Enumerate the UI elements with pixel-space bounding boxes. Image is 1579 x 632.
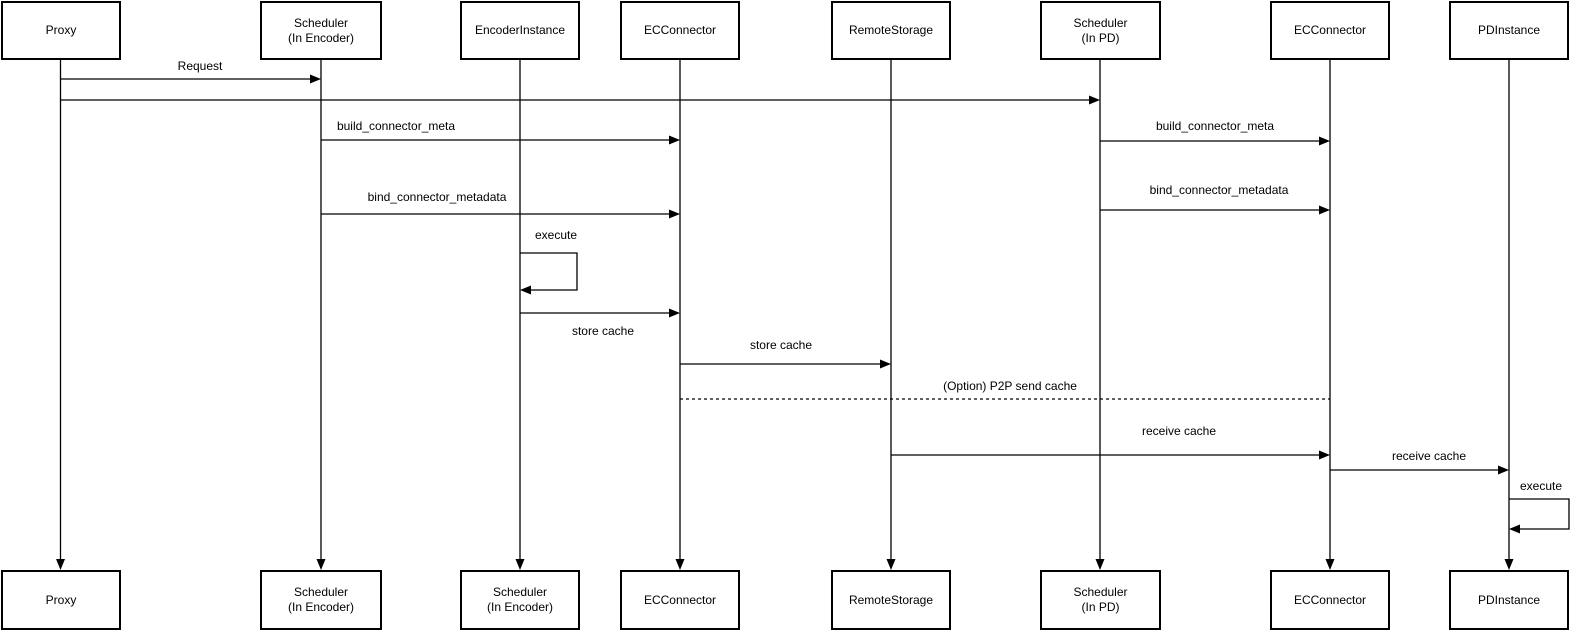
actor-box-top-remote-storage: RemoteStorage bbox=[831, 1, 951, 60]
message-label-execute-encoder: execute bbox=[534, 228, 578, 242]
actor-box-bottom-remote-storage: RemoteStorage bbox=[831, 570, 951, 630]
lifeline-end-arrowhead-remote-storage bbox=[886, 559, 896, 570]
message-arrowhead-build-connector-meta-pd bbox=[1319, 136, 1330, 146]
message-label-store-cache-to-connector: store cache bbox=[571, 324, 635, 338]
message-self-loop-execute-encoder bbox=[520, 252, 578, 291]
message-arrowhead-request bbox=[310, 74, 321, 84]
message-label-receive-cache-pd: receive cache bbox=[1391, 449, 1467, 463]
actor-box-top-proxy: Proxy bbox=[1, 1, 121, 60]
actor-box-bottom-scheduler-pd: Scheduler (In PD) bbox=[1040, 570, 1161, 630]
actor-box-top-ec-connector-enc: ECConnector bbox=[620, 1, 740, 60]
message-arrowhead-store-cache-to-storage bbox=[880, 359, 891, 369]
lifeline-end-arrowhead-proxy bbox=[56, 559, 65, 570]
message-label-store-cache-to-storage: store cache bbox=[749, 338, 813, 352]
actor-box-bottom-proxy: Proxy bbox=[1, 570, 121, 630]
message-arrowhead-execute-encoder bbox=[520, 285, 531, 295]
actor-box-top-scheduler-encoder: Scheduler (In Encoder) bbox=[260, 1, 382, 60]
actor-box-bottom-ec-connector-pd: ECConnector bbox=[1270, 570, 1390, 630]
actor-box-bottom-scheduler-encoder: Scheduler (In Encoder) bbox=[260, 570, 382, 630]
actor-box-bottom-pd-instance: PDInstance bbox=[1449, 570, 1569, 630]
actor-box-bottom-ec-connector-enc: ECConnector bbox=[620, 570, 740, 630]
lifeline-end-arrowhead-ec-connector-pd bbox=[1325, 559, 1335, 570]
message-label-build-connector-meta-pd: build_connector_meta bbox=[1155, 119, 1275, 133]
message-label-build-connector-meta-enc: build_connector_meta bbox=[336, 119, 456, 133]
message-label-request: Request bbox=[177, 59, 223, 73]
actor-box-top-encoder-instance: EncoderInstance bbox=[460, 1, 580, 60]
lifeline-end-arrowhead-scheduler-encoder bbox=[316, 559, 326, 570]
message-arrowhead-proxy-to-pd-scheduler bbox=[1089, 95, 1100, 105]
message-label-execute-pd: execute bbox=[1519, 479, 1563, 493]
message-label-bind-connector-metadata-enc: bind_connector_metadata bbox=[367, 190, 507, 204]
actor-box-top-scheduler-pd: Scheduler (In PD) bbox=[1040, 1, 1161, 60]
message-label-receive-cache-storage: receive cache bbox=[1141, 424, 1217, 438]
lifeline-end-arrowhead-pd-instance bbox=[1504, 559, 1514, 570]
message-arrowhead-receive-cache-storage bbox=[1319, 450, 1330, 460]
message-arrowhead-store-cache-to-connector bbox=[669, 308, 680, 318]
message-label-bind-connector-metadata-pd: bind_connector_metadata bbox=[1149, 183, 1289, 197]
message-arrowhead-bind-connector-metadata-enc bbox=[669, 209, 680, 219]
message-arrowhead-receive-cache-pd bbox=[1498, 465, 1509, 475]
message-arrowhead-build-connector-meta-enc bbox=[669, 135, 680, 145]
message-arrowhead-bind-connector-metadata-pd bbox=[1319, 205, 1330, 215]
lifeline-end-arrowhead-ec-connector-enc bbox=[675, 559, 685, 570]
message-arrowhead-execute-pd bbox=[1509, 524, 1520, 534]
message-label-p2p-send-cache: (Option) P2P send cache bbox=[943, 379, 1077, 393]
actor-box-top-pd-instance: PDInstance bbox=[1449, 1, 1569, 60]
message-self-loop-execute-pd bbox=[1509, 498, 1570, 530]
actor-box-top-ec-connector-pd: ECConnector bbox=[1270, 1, 1390, 60]
actor-box-bottom-encoder-instance: Scheduler (In Encoder) bbox=[460, 570, 580, 630]
lifeline-end-arrowhead-encoder-instance bbox=[515, 559, 525, 570]
lifeline-end-arrowhead-scheduler-pd bbox=[1095, 559, 1105, 570]
